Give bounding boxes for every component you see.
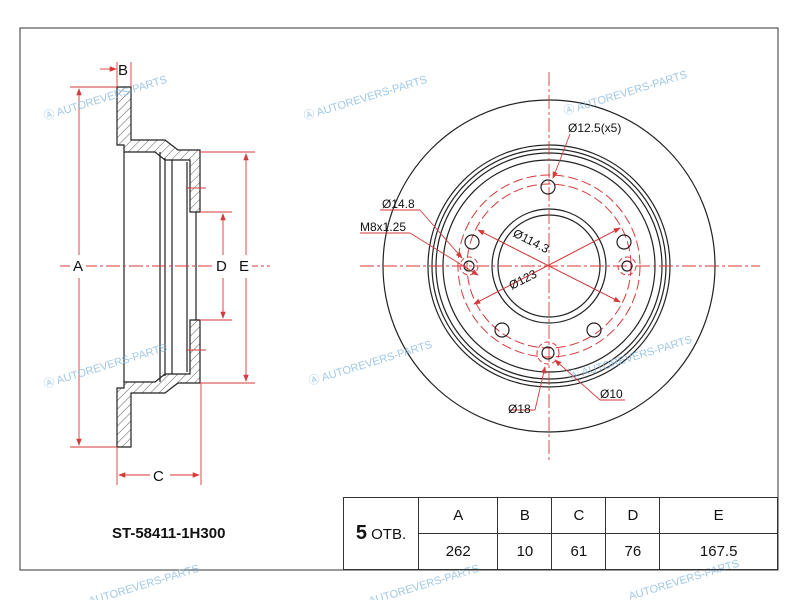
drawing-frame	[19, 27, 779, 571]
svg-text:Ⓐ AUTOREVERS-PARTS: Ⓐ AUTOREVERS-PARTS	[562, 68, 689, 118]
table-value-row: 262 10 61 76 167.5	[344, 533, 778, 570]
dim-label-b: B	[118, 62, 128, 79]
dim-label-a: A	[73, 258, 83, 275]
label-thread-hole: Ø14.8	[382, 197, 415, 211]
dim-label-d: D	[216, 258, 227, 275]
holes-count: 5	[355, 522, 367, 544]
label-thread: M8x1.25	[360, 220, 406, 234]
header-e: E	[659, 497, 778, 534]
dim-label-e: E	[239, 258, 249, 275]
bolt-holes	[459, 179, 637, 365]
value-d: 76	[605, 533, 661, 570]
label-pilot: Ø123	[507, 267, 540, 293]
part-number: ST-58411-1H300	[112, 525, 226, 542]
label-pin-outer: Ø18	[508, 402, 531, 416]
holes-label: ОТВ.	[371, 526, 407, 543]
svg-text:Ⓐ AUTOREVERS-PARTS: Ⓐ AUTOREVERS-PARTS	[302, 73, 429, 123]
value-e: 167.5	[659, 533, 778, 570]
header-b: B	[497, 497, 553, 534]
side-profile: A B C D E	[60, 62, 270, 485]
header-c: C	[551, 497, 607, 534]
front-view: Ø12.5(x5) Ø14.8 M8x1.25 Ø114.3 Ø123 Ø18 …	[360, 72, 760, 460]
label-pcd: Ø114.3	[511, 226, 552, 256]
svg-text:Ⓐ AUTOREVERS-PARTS: Ⓐ AUTOREVERS-PARTS	[42, 73, 169, 123]
dimensions-table: 5 ОТВ. A B C D E 262 10 61 76 167.5	[343, 497, 778, 570]
table-header-row: 5 ОТВ. A B C D E	[343, 497, 778, 570]
value-b: 10	[497, 533, 553, 570]
label-bolt-hole: Ø12.5(x5)	[568, 121, 621, 135]
header-a: A	[417, 497, 499, 534]
value-c: 61	[551, 533, 607, 570]
svg-text:AUTOREVERS-PARTS: AUTOREVERS-PARTS	[87, 563, 200, 600]
value-a: 262	[417, 533, 499, 570]
holes-cell: 5 ОТВ.	[343, 497, 419, 570]
label-pin-inner: Ø10	[600, 387, 623, 401]
dim-label-c: C	[153, 468, 164, 485]
header-d: D	[605, 497, 661, 534]
